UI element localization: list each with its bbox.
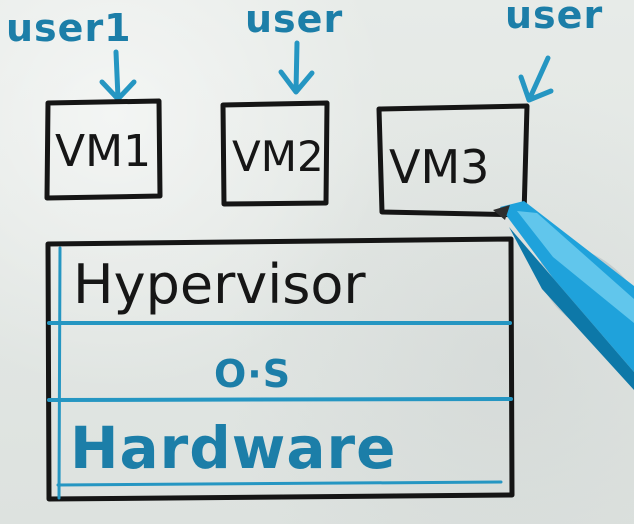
user-label-3: user [505,0,603,37]
vm-box-1 [44,98,163,201]
pen-highlight [517,211,634,323]
user-label-2: user [245,0,343,41]
user-label-1: user1 [6,6,132,50]
vm-boxes: VM1 VM2 VM3 [44,98,530,218]
user-arrows [99,40,554,103]
vm-label-2: VM2 [232,132,324,181]
arrow-2 [278,40,315,95]
pen-icon [493,201,634,390]
stack-inner-left [57,246,62,500]
os-label: O·S [214,352,291,396]
top-user-labels: user1 user user [6,0,603,50]
pen-tip [493,205,510,220]
stack-divider-2 [47,397,513,402]
pen-body [500,201,634,372]
stack-inner-bottom [56,480,503,487]
stack-box: Hypervisor O·S Hardware [45,236,515,502]
arrow-1 [99,49,137,102]
vm-box-2 [220,100,330,207]
hardware-label: Hardware [70,414,396,482]
arrow-3 [518,55,554,103]
vm-label-1: VM1 [55,126,151,177]
hypervisor-label: Hypervisor [73,253,366,316]
vm-label-3: VM3 [389,140,489,194]
stack-outline [45,236,515,502]
pen-dark-edge [509,227,634,390]
